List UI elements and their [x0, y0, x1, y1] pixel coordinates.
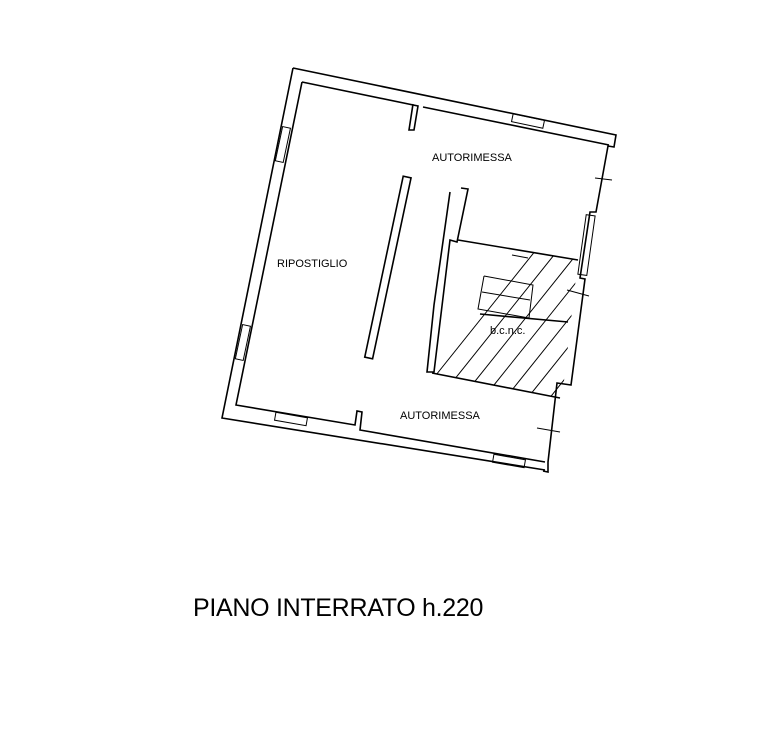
hatch-line: [553, 240, 578, 398]
room-label-garage-bottom: AUTORIMESSA: [400, 410, 481, 422]
hatch-line: [686, 220, 758, 420]
hatch-line: [620, 220, 758, 420]
hatch-line: [575, 240, 578, 398]
hatch-line: [598, 220, 758, 420]
exterior-walls: [221, 67, 617, 473]
room-label-common-area: b.c.n.c.: [490, 325, 525, 337]
hatch-line: [531, 240, 578, 398]
plan-title: PIANO INTERRATO h.220: [193, 594, 484, 622]
room-label-garage-top: AUTORIMESSA: [432, 152, 513, 164]
hatch-line: [465, 240, 578, 398]
hatch-line: [432, 240, 578, 398]
hatch-line: [642, 220, 758, 420]
hatch-line: [509, 240, 578, 398]
hatch-line: [432, 240, 561, 398]
hatch-line: [487, 240, 578, 398]
hatch-line: [664, 220, 758, 420]
interior-walls: [363, 175, 613, 433]
room-label-storage: RIPOSTIGLIO: [277, 258, 348, 270]
stairs: [477, 254, 534, 319]
